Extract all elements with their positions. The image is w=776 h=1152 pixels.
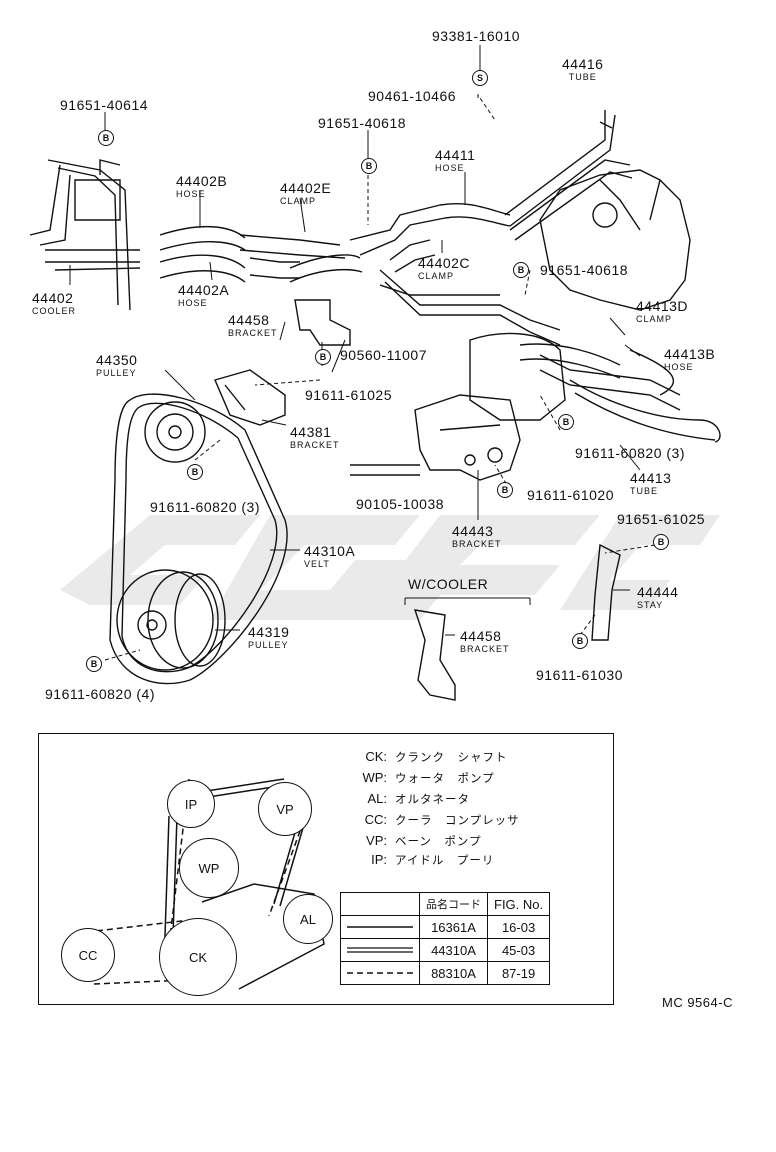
part-90105-10038: 90105-10038 (356, 496, 445, 512)
bolt-marker-icon: B (653, 534, 669, 550)
part-91611-60820-right: 91611-60820 (3) (575, 445, 685, 461)
figure-code: MC 9564-C (662, 995, 733, 1010)
bolt-marker-icon: B (497, 482, 513, 498)
label-w-cooler: W/COOLER (408, 576, 489, 592)
part-91611-60820-4: 91611-60820 (4) (45, 686, 155, 702)
belt-routing-legend: IP VP WP AL CC CK (38, 733, 614, 1005)
belt-reference-table: 品名コード FIG. No. 16361A 16-03 44310A 45-03… (340, 892, 551, 985)
bolt-marker-icon: B (86, 656, 102, 672)
part-91611-61025: 91611-61025 (305, 387, 392, 403)
table-row: 88310A 87-19 (340, 961, 551, 985)
line-style-solid (347, 925, 413, 928)
line-style-double (347, 946, 413, 953)
bolt-marker-icon: B (98, 130, 114, 146)
hoses-drawing (159, 110, 721, 443)
bolt-marker-icon: B (315, 349, 331, 365)
legend-item: AL:オルタネータ (367, 791, 470, 806)
part-91651-40614: 91651-40614 (60, 97, 149, 113)
part-91651-40618-mid: 91651-40618 (540, 262, 629, 278)
pulley-44319-drawing (116, 569, 226, 671)
part-90461-10466: 90461-10466 (368, 88, 457, 104)
table-header-code: 品名コード (419, 892, 488, 916)
bolt-marker-icon: B (558, 414, 574, 430)
legend-item: WP:ウォータ ポンプ (362, 770, 495, 785)
table-row: 16361A 16-03 (340, 915, 551, 939)
leader-lines (69, 45, 656, 661)
line-style-dashed (347, 971, 413, 974)
part-91651-40618-top: 91651-40618 (318, 115, 407, 131)
legend-item: VP:ベーン ポンプ (366, 833, 482, 848)
legend-item: CC:クーラ コンプレッサ (364, 812, 520, 827)
part-91611-61030: 91611-61030 (536, 667, 623, 683)
part-91611-61020: 91611-61020 (527, 487, 614, 503)
part-91611-60820-left: 91611-60820 (3) (150, 499, 260, 515)
belt-44310A (109, 393, 288, 685)
table-row: 44310A 45-03 (340, 938, 551, 962)
pulley-wp: WP (179, 838, 239, 898)
legend-item: CK:クランク シャフト (365, 749, 508, 764)
cooler-drawing (29, 159, 141, 311)
pulley-vp: VP (258, 782, 312, 836)
pulley-ip: IP (167, 780, 215, 828)
bolt-marker-icon: B (572, 633, 588, 649)
legend-item: IP:アイドル プーリ (371, 852, 495, 867)
bracket-drawing (214, 299, 621, 701)
bolt-marker-icon: B (187, 464, 203, 480)
part-90560-11007: 90560-11007 (340, 347, 427, 363)
table-header-fig: FIG. No. (486, 892, 551, 916)
pulley-44350-drawing (144, 401, 206, 463)
pulley-al: AL (283, 894, 333, 944)
engine-drawing (469, 169, 691, 421)
part-91651-61025: 91651-61025 (617, 511, 706, 527)
part-93381-16010: 93381-16010 (432, 28, 521, 44)
screw-marker-icon: S (472, 70, 488, 86)
bolt-marker-icon: B (361, 158, 377, 174)
pulley-ck: CK (159, 918, 237, 996)
bolt-marker-icon: B (513, 262, 529, 278)
pulley-cc: CC (61, 928, 115, 982)
